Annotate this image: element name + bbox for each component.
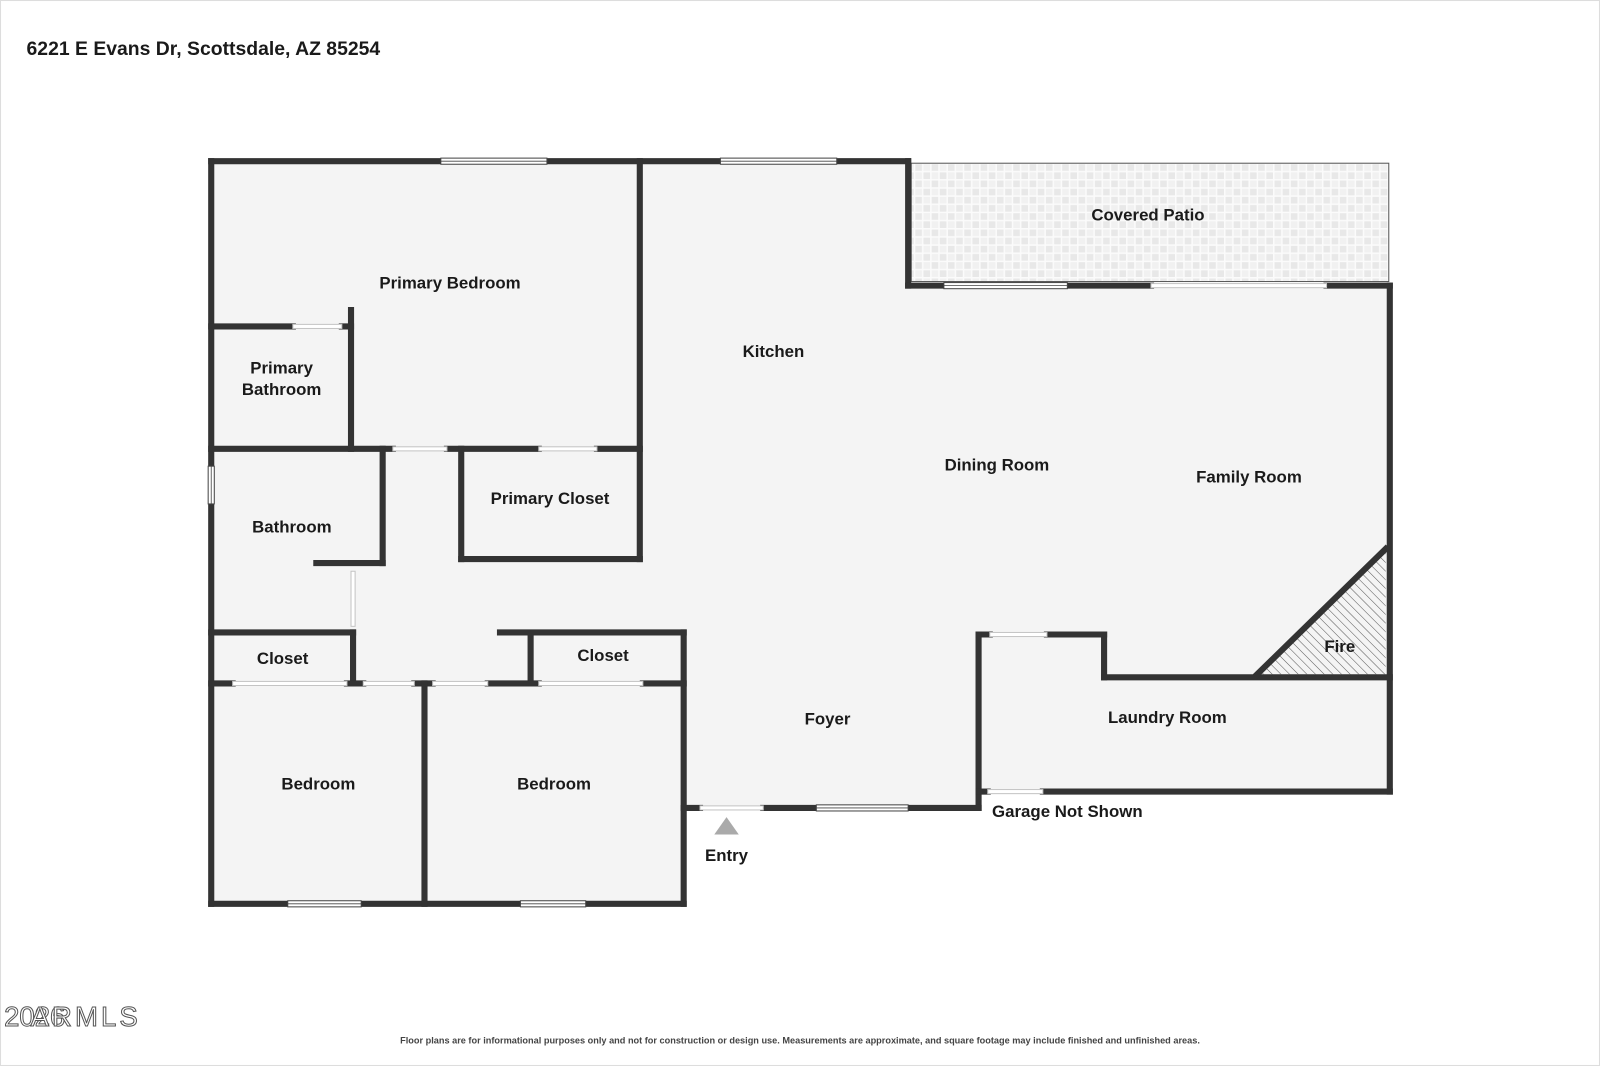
label-laundry-room: Laundry Room <box>1108 708 1227 727</box>
label-family-room: Family Room <box>1196 468 1302 487</box>
label-fire: Fire <box>1324 637 1355 656</box>
property-address: 6221 E Evans Dr, Scottsdale, AZ 85254 <box>27 38 381 60</box>
floor-area <box>211 161 1390 904</box>
door-opening <box>699 805 764 811</box>
label-bedroom-left: Bedroom <box>281 775 355 794</box>
watermark-brand: ARMLS <box>31 1001 141 1032</box>
label-primary-bedroom: Primary Bedroom <box>379 274 520 293</box>
label-garage-not-shown: Garage Not Shown <box>992 802 1143 821</box>
door-opening <box>1150 283 1328 289</box>
label-closet-right: Closet <box>577 646 629 665</box>
label-bedroom-right: Bedroom <box>517 775 591 794</box>
door-opening <box>392 446 448 452</box>
windows-layer <box>207 157 1068 908</box>
window <box>719 157 838 165</box>
disclaimer-text: Floor plans are for informational purpos… <box>400 1036 1200 1046</box>
covered-patio-area <box>910 162 1390 283</box>
label-bathroom: Bathroom <box>252 517 331 536</box>
label-primary-bathroom-line1: Primary <box>250 358 313 377</box>
label-dining-room: Dining Room <box>945 455 1050 474</box>
door-opening <box>292 323 343 329</box>
label-closet-left: Closet <box>257 649 309 668</box>
label-primary-closet: Primary Closet <box>491 489 610 508</box>
label-kitchen: Kitchen <box>743 342 805 361</box>
window <box>287 900 362 908</box>
door-opening <box>432 680 489 687</box>
watermark-year: 2026 <box>4 1001 65 1032</box>
label-entry: Entry <box>705 846 749 865</box>
entry-arrow-icon <box>714 817 739 835</box>
window <box>943 282 1068 290</box>
walls-layer <box>208 158 1393 907</box>
label-primary-bathroom-line2: Bathroom <box>242 380 321 399</box>
door-opening <box>362 680 415 687</box>
window <box>815 804 909 812</box>
door-opening <box>538 680 644 687</box>
armls-watermark: 2026 ARMLS <box>4 1001 141 1033</box>
door-opening <box>350 570 356 627</box>
window <box>519 900 587 908</box>
door-opening <box>987 789 1044 795</box>
window <box>207 465 215 505</box>
label-covered-patio: Covered Patio <box>1091 205 1204 224</box>
label-foyer: Foyer <box>805 709 851 728</box>
wall <box>1252 544 1391 679</box>
door-opening <box>538 446 598 452</box>
door-opening <box>989 631 1048 638</box>
doors-layer <box>232 283 1328 811</box>
door-opening <box>232 680 348 687</box>
window <box>440 157 548 165</box>
